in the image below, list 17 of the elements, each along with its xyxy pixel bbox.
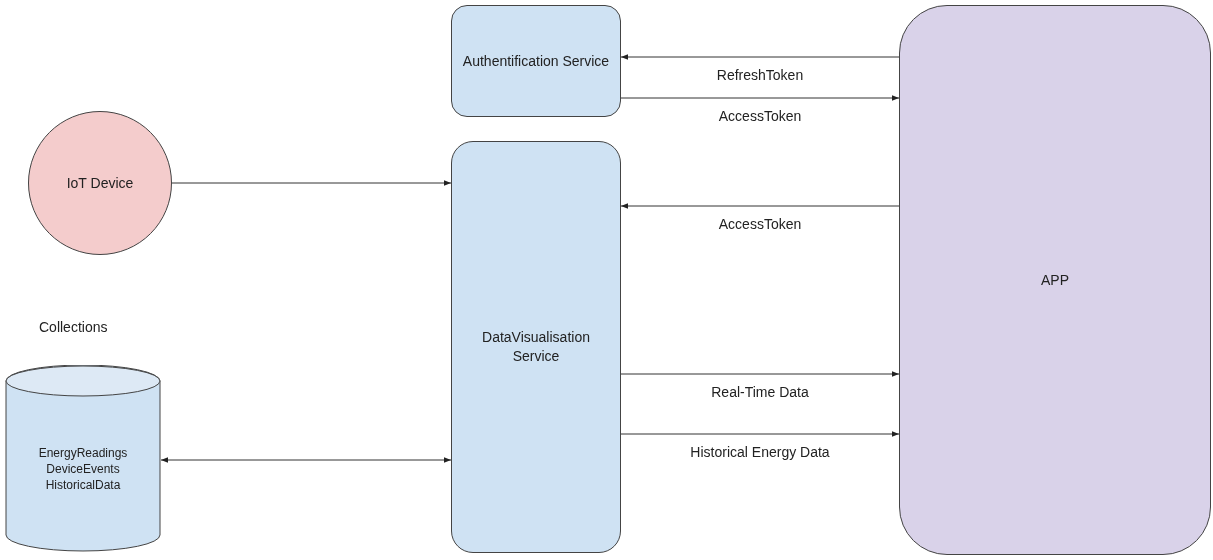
app-box [899, 5, 1211, 555]
heading: Collections [38, 318, 108, 337]
arrow [171, 180, 452, 186]
database-cylinder [5, 318, 161, 552]
arrow [620, 54, 900, 60]
node-title: Authentification Service [461, 51, 611, 71]
arrow [620, 431, 900, 437]
node-title: IoT Device [65, 173, 135, 193]
node-title: APP [1040, 270, 1070, 290]
node-title: DataVisualisation Service [481, 328, 591, 366]
service-box [451, 141, 621, 553]
arrow [620, 371, 900, 377]
collection-list: EnergyReadings DeviceEvents HistoricalData [5, 445, 161, 494]
service-box [451, 5, 621, 117]
arrow [620, 95, 900, 101]
arrow [160, 457, 452, 463]
arrow [620, 203, 900, 209]
